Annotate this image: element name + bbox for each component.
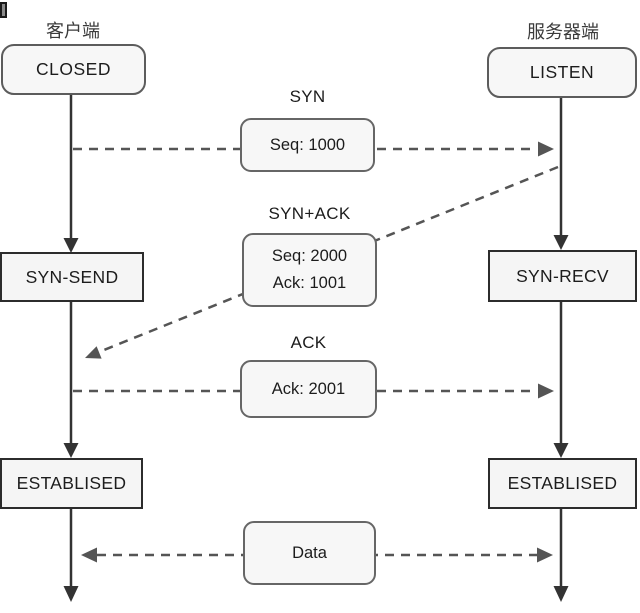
data-arrowhead-right xyxy=(537,547,553,563)
synack-seq-value: Seq: 2000 xyxy=(271,247,348,265)
data-label: Data xyxy=(292,543,327,562)
syn-seq-value: Seq: 1000 xyxy=(269,135,346,154)
client-title: 客户端 xyxy=(46,21,100,41)
synack-ack-value: Ack: 1001 xyxy=(272,274,347,292)
synack-arrowhead xyxy=(85,346,102,359)
data-message-box: Data xyxy=(243,521,376,585)
solid-arrowheads xyxy=(63,235,569,602)
ack-value: Ack: 2001 xyxy=(271,379,346,398)
syn-message-box: Seq: 1000 xyxy=(240,118,375,172)
message-arrowheads xyxy=(81,141,554,563)
ack-message-title: ACK xyxy=(290,333,327,352)
ack-arrowhead xyxy=(538,383,554,399)
data-arrowhead-left xyxy=(81,547,97,563)
server-state-established: ESTABLISED xyxy=(488,458,637,509)
server-state-syn-recv: SYN-RECV xyxy=(488,250,637,302)
client-state-closed: CLOSED xyxy=(1,44,146,95)
server-state-listen: LISTEN xyxy=(487,47,637,98)
client-state-syn-send: SYN-SEND xyxy=(0,252,144,302)
synack-message-box: Seq: 2000 Ack: 1001 xyxy=(242,233,377,307)
syn-message-title: SYN xyxy=(289,87,326,106)
synack-message-title: SYN+ACK xyxy=(268,204,351,223)
ack-message-box: Ack: 2001 xyxy=(240,360,377,418)
client-state-established: ESTABLISED xyxy=(0,458,143,509)
syn-arrowhead xyxy=(538,141,554,157)
server-title: 服务器端 xyxy=(527,22,599,42)
corner-artifact xyxy=(0,2,7,18)
